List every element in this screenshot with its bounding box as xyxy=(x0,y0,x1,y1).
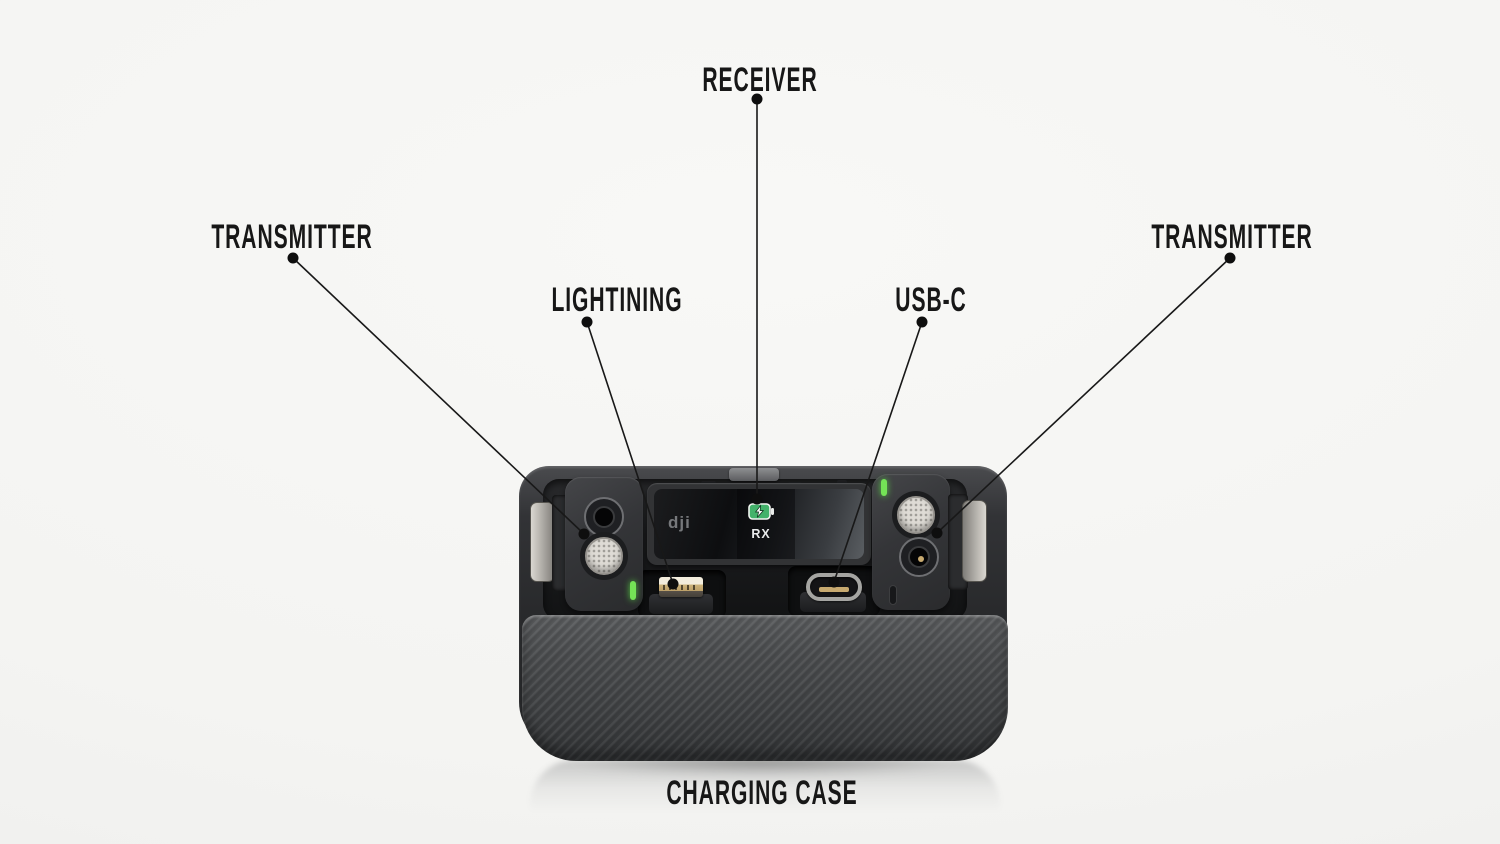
left-transmitter-mic-capsule xyxy=(585,537,623,575)
label-transmitter-left: TRANSMITTER xyxy=(211,218,373,256)
receiver-screen: dji RX xyxy=(654,489,864,559)
charging-case-lid xyxy=(522,615,1008,761)
usb-c-connector xyxy=(806,573,862,601)
usb-c-contacts xyxy=(819,587,849,592)
lightning-pedestal xyxy=(649,594,713,614)
case-reflection xyxy=(530,760,1000,822)
lightning-contacts xyxy=(663,585,699,590)
jack-gold-pin xyxy=(918,556,924,562)
label-charging-case: CHARGING CASE xyxy=(666,774,858,812)
right-transmitter-jack-port xyxy=(899,537,939,577)
right-transmitter-clip xyxy=(962,500,987,582)
right-transmitter-led xyxy=(881,479,887,496)
right-transmitter-slot xyxy=(889,585,897,605)
brand-logo: dji xyxy=(668,513,691,532)
label-usb-c: USB-C xyxy=(895,281,967,319)
label-lightning: LIGHTINING xyxy=(551,281,683,319)
screen-mode-label: RX xyxy=(751,527,771,541)
jack-hole xyxy=(593,506,615,528)
battery-charging-icon xyxy=(748,503,774,520)
lightning-connector xyxy=(659,577,703,597)
jack-hole xyxy=(908,546,930,568)
left-transmitter-led xyxy=(630,581,636,600)
screen-status-panel xyxy=(737,489,795,559)
right-transmitter-mic-capsule xyxy=(897,496,935,534)
label-transmitter-right: TRANSMITTER xyxy=(1151,218,1313,256)
lid-release-tab xyxy=(729,468,779,481)
left-transmitter-jack-port xyxy=(584,497,624,537)
label-receiver: RECEIVER xyxy=(702,61,818,99)
